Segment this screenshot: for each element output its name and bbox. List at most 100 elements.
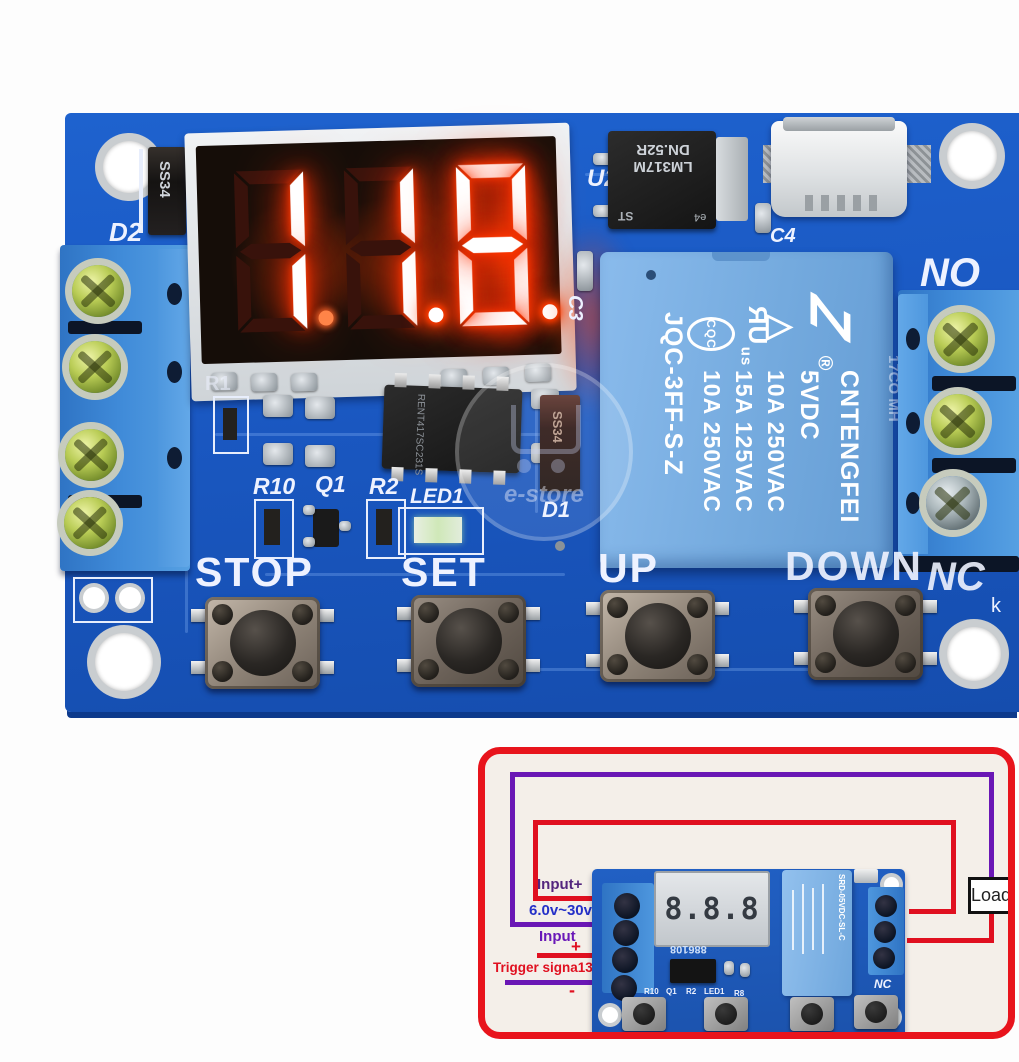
terminal-wire-hole [167, 447, 182, 469]
relay-cntengfei: Z ® △ ЯU us CQC CNTENGFEI 5VDC 10A 250VA… [600, 252, 893, 568]
terminal-wire-hole [906, 492, 920, 514]
down-button-cap [832, 601, 899, 667]
stop-button [191, 597, 334, 689]
load-box: Load [968, 877, 1012, 914]
display-digit-2 [343, 166, 418, 330]
pcb-trace [185, 543, 188, 633]
relay-brand-text: CNTENGFEI [835, 370, 863, 524]
red-wire-top [533, 820, 956, 825]
terminal-slot [932, 458, 1016, 473]
terminal-wire-hole [167, 283, 182, 305]
usb-pin [805, 195, 813, 211]
usb-solder-wing [905, 145, 931, 183]
relay-brand-logo: Z [797, 288, 863, 347]
mini-r2-label: R2 [686, 987, 697, 996]
k-label: k [991, 595, 1001, 617]
cqc-cert-icon: CQC [687, 317, 735, 351]
watermark-badge: e-store [455, 363, 633, 541]
regulator-u2: LM317M DN.52R ST e4 [608, 131, 716, 229]
via-dot [555, 541, 565, 551]
regulator-marking: LM317M DN.52R [633, 141, 693, 175]
down-button-label: DOWN [785, 543, 923, 589]
r2-label: R2 [369, 473, 399, 499]
led1-chip [414, 517, 462, 543]
watermark-text: e-store [503, 481, 585, 508]
terminal-screw [931, 394, 985, 448]
e4-mark: e4 [693, 211, 706, 223]
mini-r8-label: R8 [734, 989, 745, 998]
up-button [586, 590, 729, 682]
c4-label: C4 [770, 225, 796, 247]
right-terminal-block [898, 290, 1019, 572]
terminal-wire-hole [906, 328, 920, 350]
red-wire-left [533, 820, 538, 898]
solder-pad [305, 397, 335, 419]
mini-q1-label: Q1 [666, 987, 677, 996]
q1-label: Q1 [315, 471, 346, 497]
wiring-diagram: Input+ 6.0v~30v Input + Trigger signa13.… [478, 747, 1015, 1039]
set-button-label: SET [401, 549, 487, 595]
relay-model: JQC-3FF-S-Z [659, 312, 687, 476]
micro-usb-port [771, 117, 907, 217]
mini-ic [670, 959, 716, 983]
minus-label: - [569, 980, 575, 1000]
display-digit-1 [233, 169, 308, 333]
d2-label: D2 [109, 217, 143, 247]
mini-module-photo: 8.8.8 886108 R10 Q1 R2 LED1 R8 D1 NC SRD… [592, 869, 905, 1032]
red-wire-inputplus [533, 896, 595, 901]
relay-pin-hole [646, 270, 656, 280]
mini-down-button [854, 995, 898, 1029]
purple-wire-input [510, 922, 595, 927]
red-wire-bottom [907, 938, 993, 943]
terminal-wire-hole [167, 361, 182, 383]
cart-icon [511, 405, 581, 454]
component-silk-outline [213, 396, 249, 454]
ul-us-mark: us [737, 346, 755, 367]
mini-usb [854, 869, 878, 883]
mini-up-button [790, 997, 834, 1031]
capacitor-c4 [755, 203, 771, 233]
usb-pin [853, 195, 861, 211]
terminal-screw [69, 341, 121, 393]
left-terminal-block [60, 245, 190, 571]
mini-left-terminal [602, 883, 654, 1001]
terminal-screw [926, 476, 980, 530]
mini-relay-model: SRD-05VDC-SL-C [837, 874, 846, 941]
terminal-screw [934, 312, 988, 366]
c3-label: C3 [564, 295, 586, 321]
set-button-cap [435, 608, 502, 674]
purple-wire-left [510, 772, 515, 924]
red-wire-right [951, 820, 956, 912]
terminal-shadow [898, 556, 1019, 572]
stop-button-cap [229, 610, 296, 676]
mounting-hole [947, 131, 997, 181]
mounting-hole [95, 633, 153, 691]
purple-wire-top [510, 772, 994, 777]
purple-wire-trigger [505, 980, 595, 985]
solder-pad [251, 372, 278, 392]
mini-display: 8.8.8 [654, 871, 770, 947]
terminal-screw [65, 429, 117, 481]
mini-led1-label: LED1 [704, 987, 725, 996]
terminal-screw [72, 265, 124, 317]
usb-pin [821, 195, 829, 211]
up-button-cap [624, 603, 691, 669]
load-label: Load [970, 885, 1012, 905]
solder-pad [263, 443, 293, 465]
plus-label: + [571, 937, 581, 956]
mini-set-button [704, 997, 748, 1031]
relay-rating-1: 10A 250VAC [763, 370, 789, 513]
solder-pad [291, 372, 318, 392]
set-button [397, 595, 540, 687]
pcb-trace [215, 433, 545, 436]
r1-label: R1 [205, 373, 231, 395]
down-button [794, 588, 937, 680]
r2-resistor [366, 499, 406, 559]
input-label: Input [539, 928, 576, 945]
led1 [398, 507, 484, 555]
display-digit-3 [455, 163, 530, 327]
timer-relay-module-board: SS34 D2 [60, 113, 1019, 712]
mounting-hole [947, 627, 1001, 681]
